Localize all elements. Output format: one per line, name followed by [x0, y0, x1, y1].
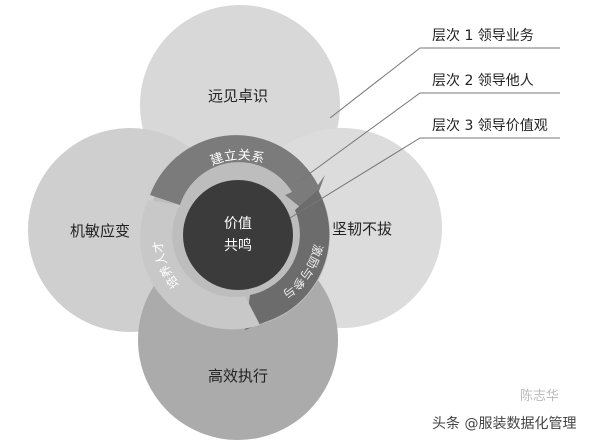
ring-segment-right: [245, 190, 330, 330]
callout-line-1: [329, 47, 560, 119]
callout-line-3: [289, 137, 560, 219]
petal-label-top: 远见卓识: [208, 87, 268, 105]
ring: [140, 135, 330, 330]
level-2-label: 层次 2 领导他人: [432, 73, 534, 89]
level-3-label: 层次 3 领导价值观: [432, 118, 548, 134]
ring-segment-left: [140, 200, 260, 330]
center-line1: 价值: [224, 216, 252, 232]
level-1-label: 层次 1 领导业务: [432, 28, 534, 44]
watermark-faint: 陈志华: [520, 388, 559, 404]
core-circle: [183, 180, 293, 290]
petal-label-bottom: 高效执行: [208, 367, 268, 385]
callout-line-2: [297, 92, 560, 183]
petal-label-right: 坚韧不拔: [332, 220, 392, 238]
ring-segment-top: [150, 135, 325, 215]
watermark: 头条 @服装数据化管理: [432, 415, 576, 432]
level-callouts: [289, 47, 560, 219]
petal-label-left: 机敏应变: [70, 222, 130, 240]
center-line2: 共鸣: [224, 237, 252, 254]
